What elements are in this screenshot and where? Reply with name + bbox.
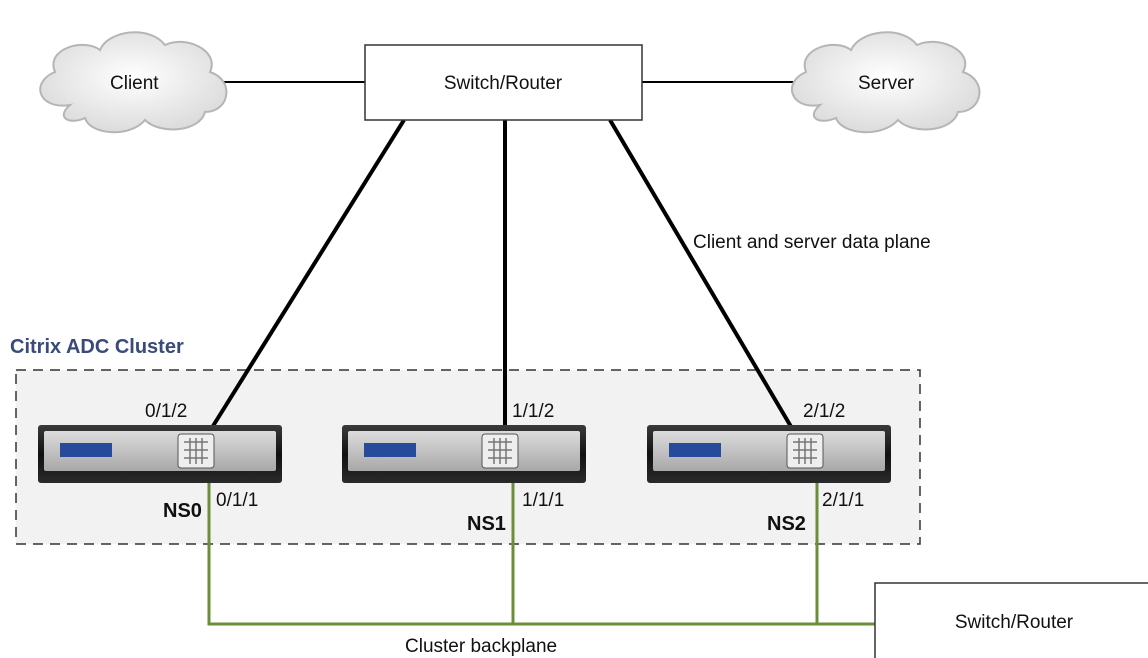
- cluster-title: Citrix ADC Cluster: [10, 336, 184, 358]
- data-link-ns2: [608, 118, 795, 432]
- ns2-data-port: 2/1/2: [803, 401, 845, 422]
- data-link-ns0: [211, 118, 406, 428]
- appliance-ns0: [38, 425, 282, 483]
- client-cloud-icon: [39, 31, 228, 134]
- server-label: Server: [858, 73, 915, 94]
- client-label: Client: [110, 73, 159, 94]
- top-router-box: [364, 44, 643, 121]
- appliance-ns2: [647, 425, 891, 483]
- backplane-link: [207, 478, 875, 626]
- ns0-backplane-port: 0/1/1: [216, 490, 258, 511]
- ns1-data-port: 1/1/2: [512, 401, 554, 422]
- bottom-router-box: [874, 582, 1148, 658]
- ns1-backplane-port: 1/1/1: [522, 490, 564, 511]
- ns2-label: NS2: [767, 513, 806, 535]
- ns1-label: NS1: [467, 513, 506, 535]
- appliance-ns1: [342, 425, 586, 483]
- ns0-label: NS0: [163, 500, 202, 522]
- backplane-label: Cluster backplane: [405, 636, 557, 657]
- ns0-data-port: 0/1/2: [145, 401, 187, 422]
- ns2-backplane-port: 2/1/1: [822, 490, 864, 511]
- server-cloud-icon: [790, 31, 981, 134]
- top-router-label: Switch/Router: [444, 73, 563, 94]
- data-plane-label: Client and server data plane: [693, 232, 931, 253]
- bottom-router-label: Switch/Router: [955, 612, 1074, 633]
